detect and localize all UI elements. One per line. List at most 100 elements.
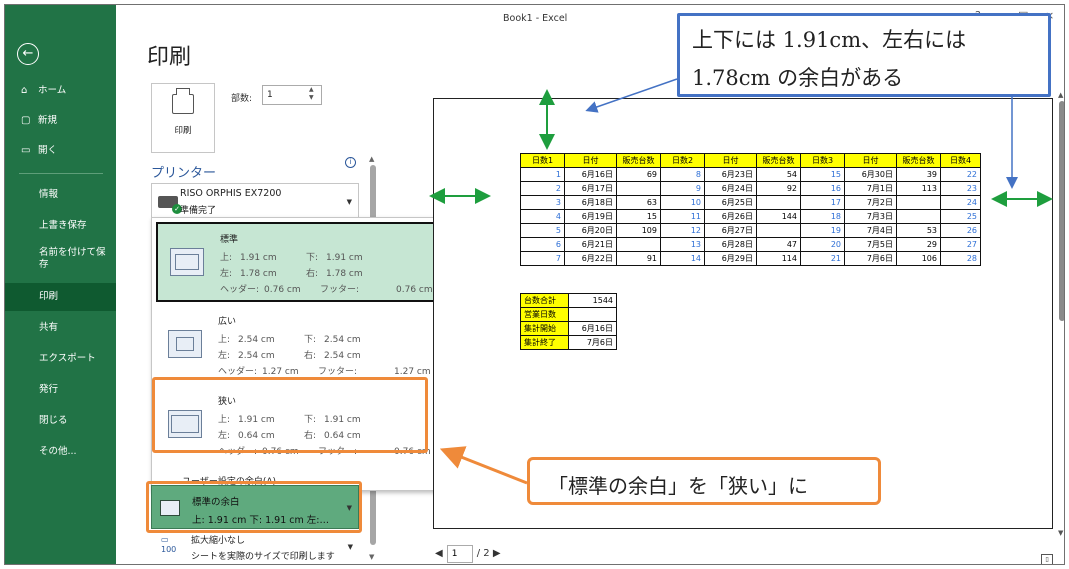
- column-header: 販売台数: [756, 153, 801, 168]
- table-cell: 6月29日: [704, 251, 757, 266]
- table-cell: 24: [940, 195, 981, 210]
- sidebar-item-print[interactable]: 印刷: [5, 283, 116, 311]
- table-cell: 91: [616, 251, 661, 266]
- info-icon[interactable]: i: [345, 157, 356, 168]
- table-cell: 12: [660, 223, 705, 238]
- table-cell: 7月5日: [844, 237, 897, 252]
- copies-input[interactable]: [262, 85, 322, 105]
- table-cell: 5: [520, 223, 565, 238]
- scaling-select[interactable]: ▭100 拡大縮小なし シートを実際のサイズで印刷します ▼: [151, 531, 359, 564]
- table-cell: 6月24日: [704, 181, 757, 196]
- preview-scrollbar[interactable]: ▲ ▼: [1058, 91, 1064, 541]
- table-cell: 27: [940, 237, 981, 252]
- ready-check-icon: ✓: [172, 204, 182, 214]
- table-cell: 9: [660, 181, 705, 196]
- table-cell: 106: [896, 251, 941, 266]
- table-cell: 54: [756, 167, 801, 182]
- sidebar-item-save-as[interactable]: 名前を付けて保存: [39, 247, 106, 270]
- sidebar-item-open[interactable]: ▭ 開く: [5, 137, 116, 165]
- summary-value: 6月16日: [568, 321, 617, 336]
- margin-info-callout: 上下には 1.91cm、左右には 1.78cm の余白がある: [677, 13, 1051, 97]
- table-cell: 2: [520, 181, 565, 196]
- table-cell: 11: [660, 209, 705, 224]
- prev-page-icon[interactable]: ◀: [435, 548, 443, 559]
- table-cell: 7: [520, 251, 565, 266]
- margins-select[interactable]: 標準の余白 上: 1.91 cm 下: 1.91 cm 左:… ▼: [151, 485, 359, 529]
- scroll-down-icon[interactable]: ▼: [1058, 529, 1064, 537]
- printer-select[interactable]: ✓ RISO ORPHIS EX7200 準備完了 ▼: [151, 183, 359, 219]
- table-cell: 6月16日: [564, 167, 617, 182]
- sidebar-item-new[interactable]: ▢ 新規: [5, 107, 116, 135]
- table-cell: 6月22日: [564, 251, 617, 266]
- back-arrow-icon[interactable]: ←: [17, 43, 39, 65]
- sidebar-item-home[interactable]: ⌂ ホーム: [5, 77, 116, 105]
- next-page-icon[interactable]: ▶: [492, 548, 501, 559]
- column-header: 日数1: [520, 153, 565, 168]
- margin-normal-thumbnail: [170, 248, 204, 276]
- table-cell: 92: [756, 181, 801, 196]
- sidebar-item-info[interactable]: 情報: [39, 189, 59, 200]
- scroll-thumb[interactable]: [1059, 101, 1064, 321]
- table-cell: 39: [896, 167, 941, 182]
- table-cell: [616, 181, 661, 196]
- folder-open-icon: ▭: [21, 145, 31, 156]
- print-button[interactable]: 印刷: [151, 83, 215, 153]
- sidebar-item-share[interactable]: 共有: [39, 322, 59, 333]
- table-cell: 109: [616, 223, 661, 238]
- chevron-down-icon: ▼: [347, 543, 353, 551]
- printer-heading: プリンター: [151, 166, 217, 181]
- table-cell: 7月4日: [844, 223, 897, 238]
- table-cell: 7月2日: [844, 195, 897, 210]
- table-cell: 114: [756, 251, 801, 266]
- window-title: Book1 - Excel: [503, 13, 568, 24]
- sidebar-item-close[interactable]: 閉じる: [39, 415, 68, 426]
- column-header: 販売台数: [896, 153, 941, 168]
- table-cell: 6月19日: [564, 209, 617, 224]
- table-cell: 6: [520, 237, 565, 252]
- excel-backstage-window: ← ⌂ ホーム ▢ 新規 ▭ 開く 情報 上書き保存 名前を付けて保存 印刷 共…: [4, 4, 1065, 565]
- margin-wide-thumbnail: [168, 330, 202, 358]
- page-navigator: ◀/ 2 ▶: [435, 545, 501, 563]
- margins-icon: [160, 500, 180, 516]
- scroll-up-icon[interactable]: ▲: [1058, 91, 1064, 99]
- sidebar-divider: [19, 173, 103, 174]
- summary-value: 7月6日: [568, 335, 617, 350]
- sidebar-item-publish[interactable]: 発行: [39, 384, 59, 395]
- summary-value: 1544: [568, 293, 617, 308]
- table-cell: 6月25日: [704, 195, 757, 210]
- column-header: 日数4: [940, 153, 981, 168]
- table-cell: 8: [660, 167, 705, 182]
- scroll-down-icon[interactable]: ▼: [369, 553, 375, 561]
- copies-spinner[interactable]: ▲▼: [309, 86, 314, 101]
- instruction-callout: 「標準の余白」を「狭い」に: [527, 457, 881, 505]
- show-margins-icon[interactable]: ▯: [1041, 554, 1053, 564]
- home-icon: ⌂: [21, 85, 28, 96]
- table-cell: 22: [940, 167, 981, 182]
- sidebar-item-save[interactable]: 上書き保存: [39, 220, 87, 231]
- table-cell: 28: [940, 251, 981, 266]
- page-title: 印刷: [147, 45, 192, 70]
- new-document-icon: ▢: [21, 115, 31, 126]
- sidebar-item-export[interactable]: エクスポート: [39, 353, 96, 364]
- table-cell: 69: [616, 167, 661, 182]
- table-cell: 113: [896, 181, 941, 196]
- table-cell: 10: [660, 195, 705, 210]
- table-cell: [896, 195, 941, 210]
- page-number-input[interactable]: [446, 545, 473, 563]
- sidebar-item-more[interactable]: その他...: [39, 446, 77, 457]
- table-cell: 6月30日: [844, 167, 897, 182]
- backstage-sidebar: ← ⌂ ホーム ▢ 新規 ▭ 開く 情報 上書き保存 名前を付けて保存 印刷 共…: [5, 5, 116, 564]
- scroll-up-icon[interactable]: ▲: [369, 155, 375, 163]
- margin-narrow-thumbnail: [168, 410, 202, 438]
- table-cell: 6月28日: [704, 237, 757, 252]
- column-header: 日付: [704, 153, 757, 168]
